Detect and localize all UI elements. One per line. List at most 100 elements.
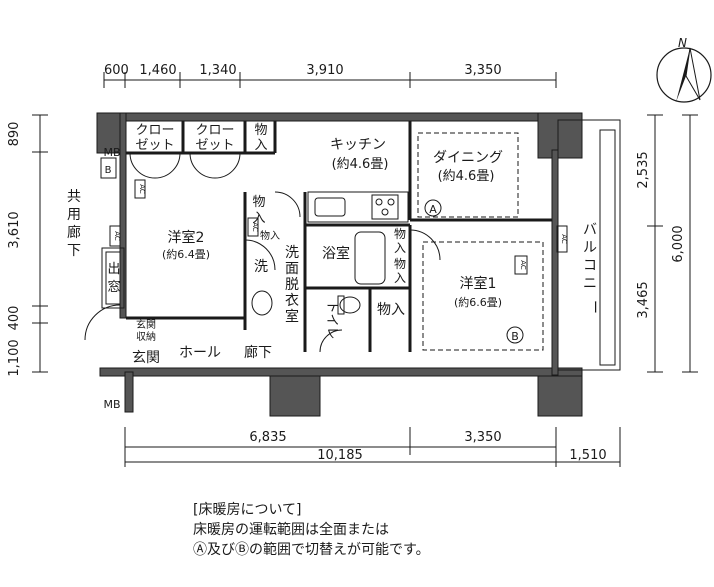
ac-label-mid: AC	[251, 222, 259, 232]
washroom-1: 面	[285, 261, 299, 277]
zone-b-outline	[422, 241, 544, 351]
wash: 洗	[254, 259, 268, 275]
ac-box-mid	[247, 217, 259, 237]
wall-left-entry	[119, 112, 127, 319]
washroom-4: 室	[285, 308, 299, 325]
closet2-line1: クロー	[195, 123, 234, 138]
storage-top-line2: 入	[254, 138, 267, 153]
notes-line2: Ⓐ及びⒷの範囲で切替えが可能です。	[193, 542, 430, 558]
corridor-3: 下	[67, 243, 81, 259]
dim-left-0: 890	[7, 122, 22, 147]
svg-text:B: B	[511, 330, 519, 343]
wall-right-main	[551, 149, 559, 376]
western1-size: (約6.6畳)	[454, 295, 502, 309]
column-bottom-right	[537, 375, 583, 417]
bay-window-1: 窓	[107, 279, 120, 295]
dim-bottom-0: 6,835	[249, 430, 286, 445]
kitchen-counter	[307, 191, 409, 223]
western1-name: 洋室1	[460, 275, 497, 292]
svg-text:A: A	[429, 203, 437, 216]
dim-top-4: 3,350	[464, 63, 501, 78]
mb-box-top	[100, 157, 117, 179]
balcony-2: コ	[583, 258, 597, 274]
dim-top-2: 1,340	[199, 63, 236, 78]
closet1-line2: ゼット	[135, 138, 174, 153]
dim-top-1: 1,460	[139, 63, 176, 78]
storage-small: 物入	[260, 229, 280, 242]
dim-left-2: 400	[7, 306, 22, 331]
hall: ホール	[179, 345, 221, 361]
wall-bottom	[99, 367, 583, 377]
mb-bottom: MB	[103, 398, 120, 411]
corridor-2: 廊	[67, 224, 81, 241]
dim-bottom-3: 1,510	[569, 448, 606, 463]
storage-bath2-line1: 物	[394, 257, 406, 271]
ac-label-right: AC	[560, 234, 568, 244]
ac-box-right	[556, 225, 568, 253]
zone-b-marker: B	[506, 326, 524, 344]
western2-size: (約6.4畳)	[162, 247, 210, 261]
bathtub	[354, 231, 386, 285]
door-swing-entrance	[84, 304, 121, 341]
storage-mid-line1: 物	[252, 195, 265, 210]
storage-top-line1: 物	[254, 123, 267, 138]
storage-bath1-line2: 入	[394, 241, 406, 255]
ac-label-room1: AC	[519, 260, 527, 270]
door-swing-closet	[129, 152, 156, 179]
toilet-bowl	[339, 296, 361, 314]
washroom-0: 洗	[285, 245, 299, 261]
balcony-1: ル	[583, 240, 597, 256]
dim-right-0: 2,535	[636, 151, 651, 188]
dim-right-1: 6,000	[671, 225, 686, 262]
ac-box-closet	[134, 179, 146, 199]
zone-a-marker: A	[424, 199, 442, 217]
door-swing-western2	[244, 239, 276, 271]
notes-heading: [床暖房について]	[193, 502, 302, 518]
ac-box-left	[109, 225, 121, 247]
dim-right-2: 3,465	[636, 281, 651, 318]
closet1-line1: クロー	[135, 123, 174, 138]
dining-name: ダイニング	[433, 150, 503, 166]
ac-box-room1	[514, 255, 528, 275]
compass-label: N	[678, 36, 687, 50]
balcony	[557, 119, 621, 371]
closet2-line2: ゼット	[195, 138, 234, 153]
dim-left-1: 3,610	[7, 211, 22, 248]
corridor-1: 用	[67, 207, 81, 223]
zone-a-outline	[417, 132, 519, 218]
wall-top	[119, 112, 561, 122]
floor-heating-notes: [床暖房について] 床暖房の運転範囲は全面または Ⓐ及びⒷの範囲で切替えが可能で…	[193, 500, 430, 560]
bath: 浴室	[322, 245, 350, 262]
hallway: 廊下	[244, 344, 272, 361]
washroom-2: 脱	[285, 277, 299, 293]
balcony-0: バ	[583, 222, 597, 238]
kitchen-name: キッチン	[330, 137, 386, 153]
dim-left-3: 1,100	[7, 339, 22, 376]
balcony-3: ニ	[583, 276, 597, 292]
western2-name: 洋室2	[168, 229, 205, 246]
washroom-3: 衣	[285, 293, 299, 309]
stove	[371, 194, 399, 220]
dim-top-3: 3,910	[306, 63, 343, 78]
compass	[656, 47, 712, 103]
ac-label-closet: AC	[138, 184, 146, 194]
door-swing-toilet	[319, 329, 343, 353]
dim-bottom-1: 3,350	[464, 430, 501, 445]
door-swing-western1	[409, 229, 441, 261]
entrance-storage-1: 収納	[136, 330, 156, 343]
entrance: 玄関	[132, 349, 160, 366]
toilet: トイレ	[324, 300, 339, 339]
column-bottom-far-left	[124, 371, 134, 413]
corridor-0: 共	[67, 189, 81, 205]
door-swing-wash	[274, 191, 301, 218]
storage-bath1-line1: 物	[394, 227, 406, 241]
notes-line1: 床暖房の運転範囲は全面または	[193, 522, 389, 538]
bay-window-0: 出	[107, 262, 120, 277]
storage-bath2-line2: 入	[394, 271, 406, 285]
kitchen-size: (約4.6畳)	[332, 157, 389, 172]
balcony-4: ー	[586, 300, 602, 314]
bay-window	[101, 247, 125, 309]
entrance-storage-0: 玄関	[136, 318, 156, 331]
ac-label-left: AC	[113, 231, 121, 241]
